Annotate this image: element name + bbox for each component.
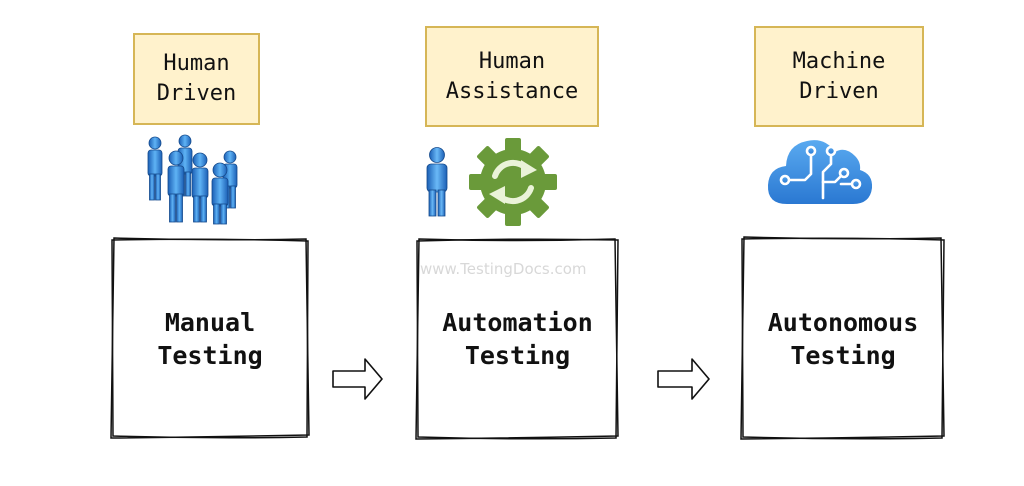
stage-autonomous-testing: Autonomous Testing: [740, 236, 946, 441]
stage-label: Manual Testing: [157, 307, 263, 370]
stage-label: Autonomous Testing: [767, 307, 919, 370]
arrow-right-icon: [657, 358, 710, 400]
stage-frame: [110, 237, 310, 439]
stage-manual-testing: Manual Testing: [110, 237, 310, 440]
label-human-assistance: Human Assistance: [425, 26, 599, 127]
stage-frame: [740, 236, 945, 440]
gear-sync-icon: [469, 138, 557, 226]
cloud-circuit-icon: [767, 140, 873, 204]
label-human-driven: Human Driven: [133, 33, 260, 125]
person-icon: [426, 147, 448, 217]
stage-frame: [415, 238, 619, 440]
label-machine-driven: Machine Driven: [754, 26, 924, 127]
stage-label: Automation Testing: [442, 308, 593, 370]
arrow-right-icon: [332, 358, 383, 400]
people-group-icon: [147, 134, 238, 225]
watermark: www.TestingDocs.com: [420, 260, 587, 278]
stage-automation-testing: Automation Testing: [415, 237, 620, 441]
